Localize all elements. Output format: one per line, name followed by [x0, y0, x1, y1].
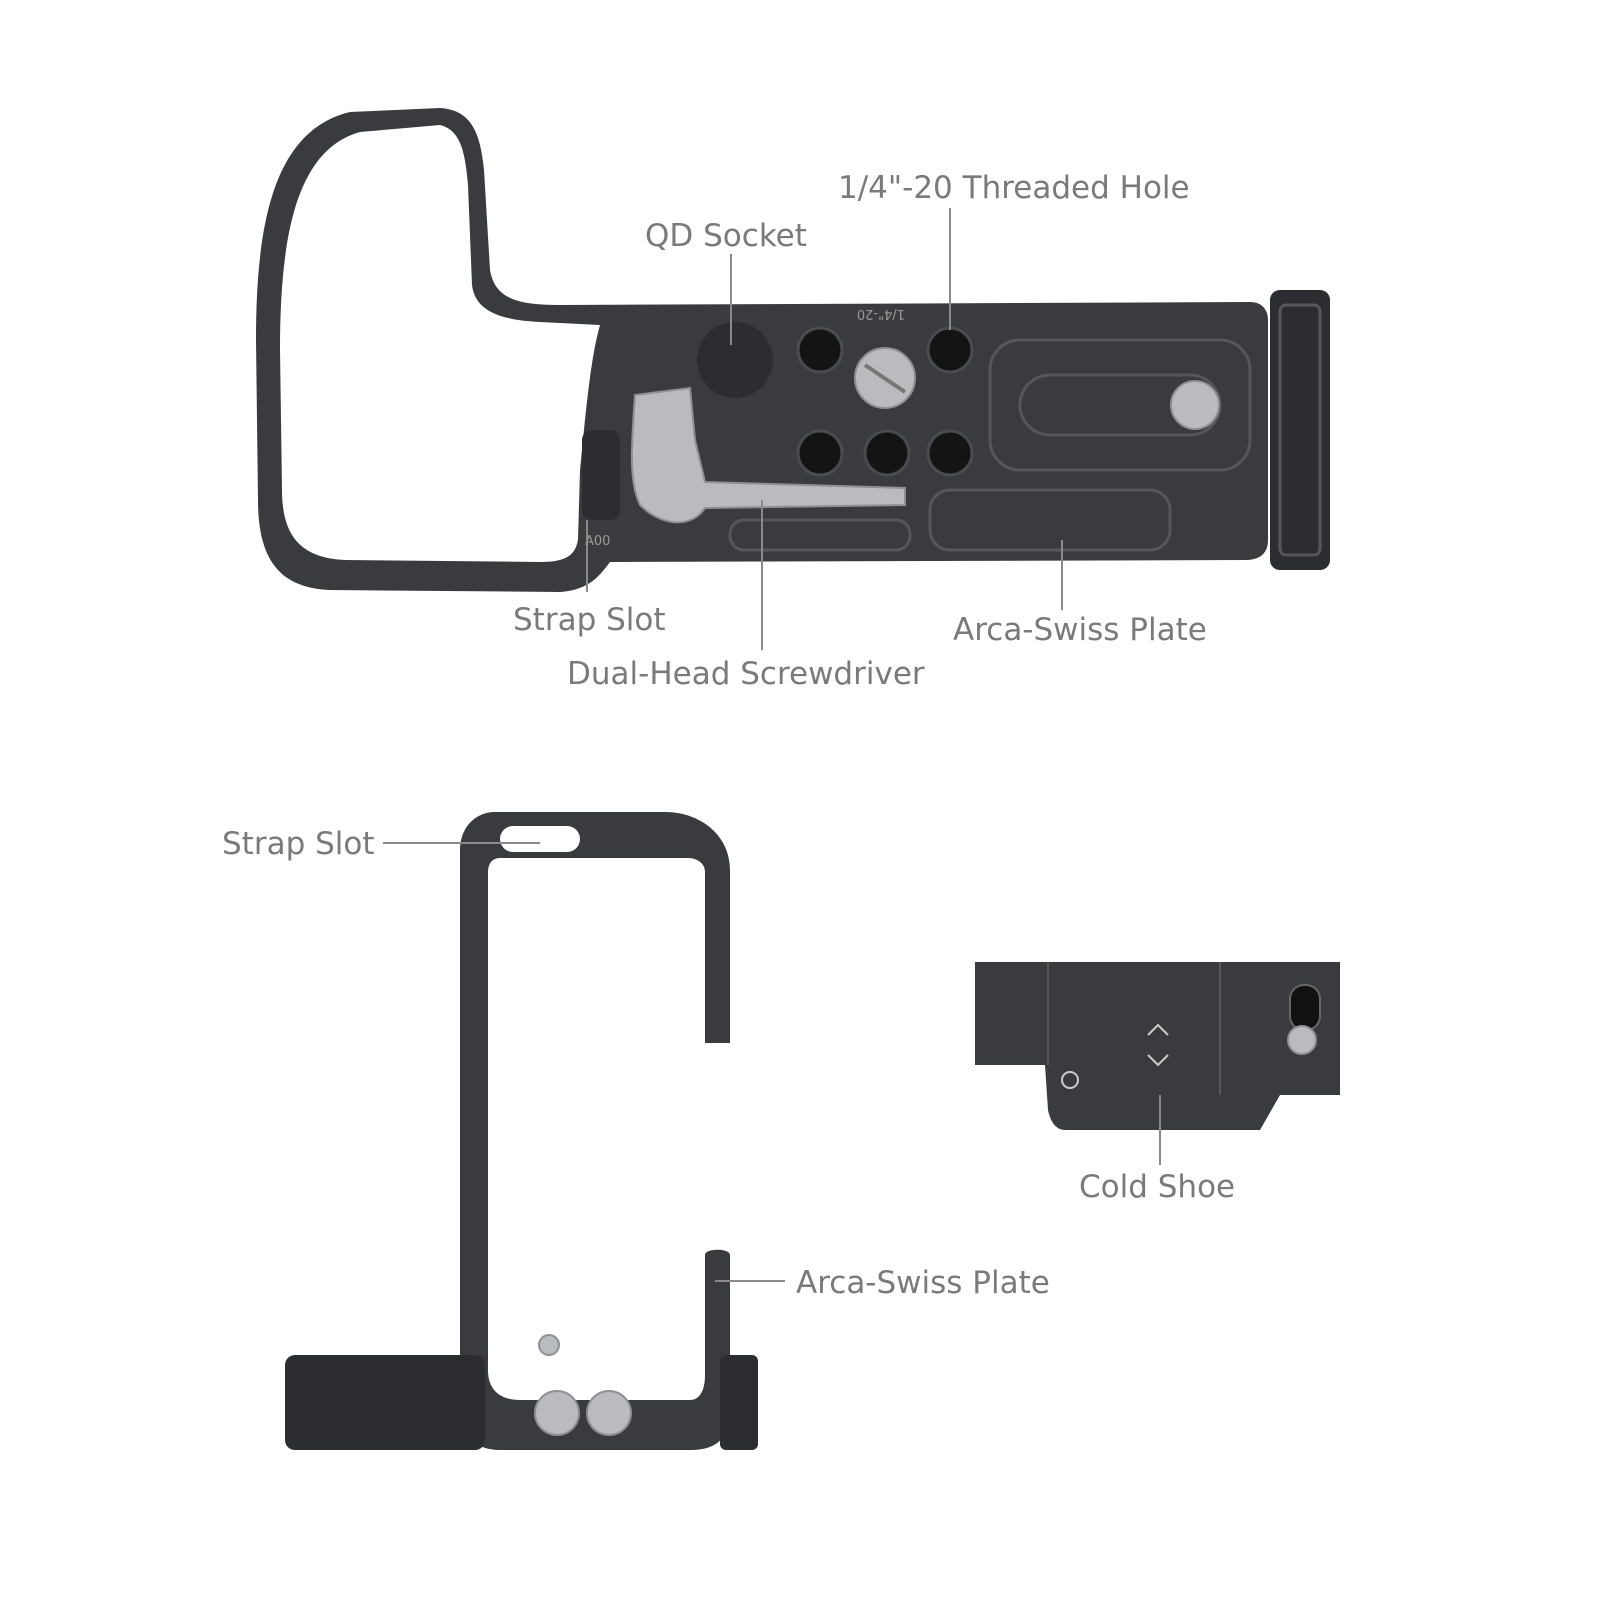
threaded-hole [863, 429, 911, 477]
shoe-screw [1287, 1025, 1317, 1055]
cold-shoe-part [975, 962, 1340, 1130]
hex-screw [586, 1390, 632, 1436]
vertical-bracket [285, 812, 758, 1450]
direction-chevrons-icon [1147, 1023, 1169, 1067]
plate-screw [1170, 380, 1220, 430]
label-arca-plate-bottom: Arca-Swiss Plate [796, 1265, 1050, 1301]
label-screwdriver: Dual-Head Screwdriver [567, 656, 925, 692]
lower-slot [728, 518, 912, 552]
arca-rail [928, 488, 1172, 552]
lock-mark-icon [1061, 1071, 1079, 1089]
threaded-hole [796, 429, 844, 477]
arca-slot [988, 338, 1252, 472]
bracket-base [285, 1355, 485, 1450]
bracket-frame [460, 812, 730, 1450]
label-strap-slot-bottom: Strap Slot [222, 826, 375, 862]
label-threaded-hole: 1/4"-20 Threaded Hole [838, 170, 1190, 206]
threaded-hole [926, 326, 974, 374]
label-cold-shoe: Cold Shoe [1079, 1169, 1235, 1205]
shoe-slot [1289, 984, 1321, 1031]
screw-slot [863, 363, 907, 394]
cold-shoe-body [975, 962, 1340, 1130]
side-clamp [1270, 290, 1330, 570]
side-clamp-edge [1278, 303, 1322, 557]
label-arca-plate: Arca-Swiss Plate [953, 612, 1207, 648]
threaded-hole [926, 429, 974, 477]
model-engraving: A00 [585, 534, 610, 549]
base-plate-top-view: 1/4"-20 A00 [256, 108, 1330, 592]
qd-socket [697, 322, 773, 398]
bracket-strap-slot [500, 826, 580, 852]
strap-slot [582, 430, 620, 520]
label-qd-socket: QD Socket [645, 218, 807, 254]
label-strap-slot: Strap Slot [513, 602, 666, 638]
thread-engraving: 1/4"-20 [857, 306, 905, 321]
grip-opening [280, 125, 600, 562]
bracket-clamp [720, 1355, 758, 1450]
dual-head-screwdriver [630, 386, 906, 524]
mount-screw [538, 1334, 560, 1356]
threaded-hole [796, 326, 844, 374]
hex-screw [534, 1390, 580, 1436]
